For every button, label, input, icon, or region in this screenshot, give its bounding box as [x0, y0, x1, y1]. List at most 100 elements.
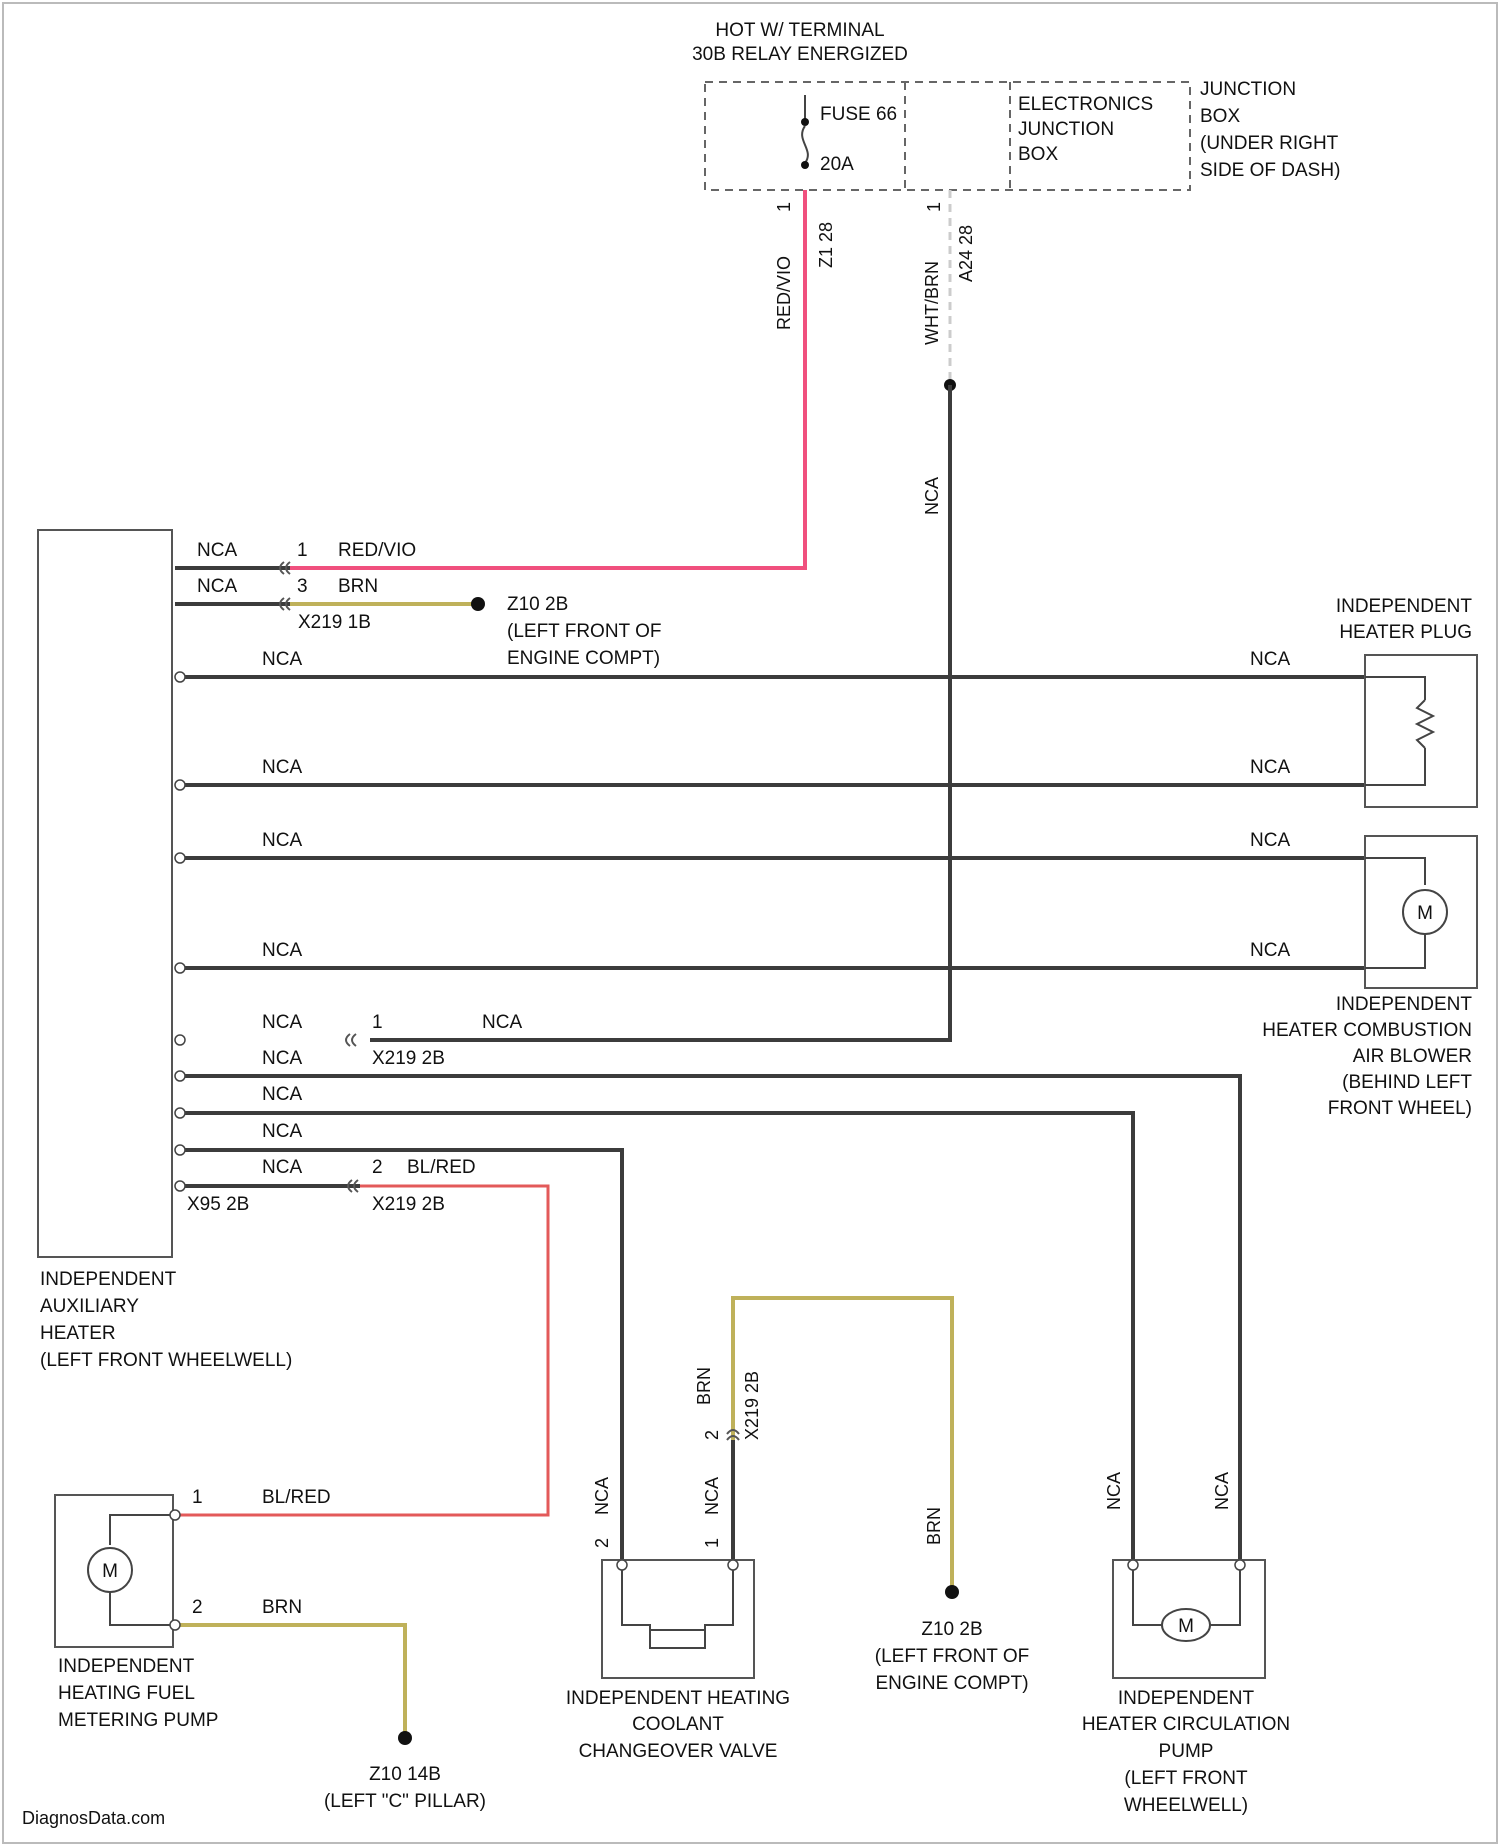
aux-heater-label-4: (LEFT FRONT WHEELWELL)	[40, 1350, 292, 1371]
fuel-pump-label-3: METERING PUMP	[58, 1710, 218, 1731]
coolant-valve-box	[602, 1560, 754, 1678]
nca-label: NCA	[1250, 940, 1290, 961]
aux-heater: INDEPENDENT AUXILIARY HEATER (LEFT FRONT…	[38, 530, 292, 1371]
aux-heater-label-2: AUXILIARY	[40, 1296, 139, 1317]
nca-label-vertical: NCA	[1104, 1472, 1124, 1510]
connector-symbols	[280, 562, 739, 1440]
connector-x219-2b-vert: X219 2B	[742, 1371, 762, 1440]
ground-1-loc-2: ENGINE COMPT)	[507, 648, 660, 669]
brn-label: BRN	[338, 576, 378, 597]
jb-line-2: BOX	[1200, 106, 1240, 127]
fuse-block: HOT W/ TERMINAL 30B RELAY ENERGIZED FUSE…	[692, 20, 1340, 345]
ejb-line-3: BOX	[1018, 144, 1058, 165]
fuel-pump: M 1 BL/RED 2 BRN INDEPENDENT HEATING FUE…	[55, 1487, 331, 1731]
nca-label: NCA	[1250, 649, 1290, 670]
red-vio-label: RED/VIO	[338, 540, 416, 561]
pin-node	[175, 672, 185, 682]
pin-label: 3	[297, 576, 308, 597]
air-blower-label-2: HEATER COMBUSTION	[1262, 1020, 1472, 1041]
pin-node	[175, 1035, 185, 1045]
aux-heater-box	[38, 530, 172, 1257]
pin-node	[175, 963, 185, 973]
ground-2-loc-1: (LEFT FRONT OF	[875, 1646, 1029, 1667]
ground-3-loc: (LEFT "C" PILLAR)	[324, 1791, 486, 1812]
nca-label: NCA	[262, 1012, 302, 1033]
fuel-pump-label-1: INDEPENDENT	[58, 1656, 195, 1677]
connector-symbol	[346, 1034, 356, 1046]
brn-label: BRN	[924, 1507, 944, 1545]
pin-label: 2	[592, 1538, 612, 1548]
air-blower-label-1: INDEPENDENT	[1336, 994, 1473, 1015]
pin-label: 1	[702, 1538, 722, 1548]
circ-pump-label-5: WHEELWELL)	[1124, 1795, 1248, 1816]
nca-label-vertical: NCA	[702, 1477, 722, 1515]
pin-label: 1	[192, 1487, 203, 1508]
nca-label: NCA	[262, 1121, 302, 1142]
pin-label: 1	[372, 1012, 383, 1033]
fuse-wire-right: WHT/BRN	[922, 261, 942, 345]
air-blower-label-5: FRONT WHEEL)	[1328, 1098, 1472, 1119]
hot-line-1: HOT W/ TERMINAL	[715, 20, 884, 41]
ground-1: Z10 2B (LEFT FRONT OF ENGINE COMPT)	[471, 594, 661, 669]
fuel-pump-label-2: HEATING FUEL	[58, 1683, 195, 1704]
ground-2-name: Z10 2B	[921, 1619, 982, 1640]
pin-node	[175, 1108, 185, 1118]
ground-1-loc-1: (LEFT FRONT OF	[507, 621, 661, 642]
nca-label: NCA	[262, 1157, 302, 1178]
pin-node	[175, 780, 185, 790]
jb-line-1: JUNCTION	[1200, 79, 1296, 100]
motor-symbol: M	[1178, 1616, 1194, 1637]
wire-labels: NCA 1 RED/VIO NCA 3 BRN X219 1B NCA NCA …	[187, 477, 1290, 1215]
ejb-line-1: ELECTRONICS	[1018, 94, 1153, 115]
nca-label: NCA	[197, 540, 237, 561]
pin-label: 2	[372, 1157, 383, 1178]
fuse-pin-right: 1	[924, 202, 944, 212]
brn-label: BRN	[262, 1597, 302, 1618]
circ-pump-label-1: INDEPENDENT	[1118, 1688, 1255, 1709]
fuse-rating: 20A	[820, 154, 854, 175]
circulation-pump: M NCA NCA INDEPENDENT HEATER CIRCULATION…	[1082, 1472, 1290, 1816]
pin-node	[728, 1560, 738, 1570]
nca-label: NCA	[262, 757, 302, 778]
fuse-node-bottom	[801, 161, 809, 169]
crossing-dot	[948, 675, 952, 679]
air-blower: M INDEPENDENT HEATER COMBUSTION AIR BLOW…	[1262, 836, 1477, 1119]
coolant-valve-label-2: COOLANT	[632, 1714, 724, 1735]
coolant-valve: 2 NCA 1 NCA 2 BRN X219 2B INDEPENDENT HE…	[566, 1367, 790, 1762]
motor-symbol: M	[102, 1561, 118, 1582]
fuse-symbol	[802, 126, 808, 163]
ground-3: Z10 14B (LEFT "C" PILLAR)	[324, 1731, 486, 1812]
nca-label: NCA	[262, 940, 302, 961]
nca-label: NCA	[262, 649, 302, 670]
watermark: DiagnosData.com	[22, 1808, 165, 1828]
pin-node	[617, 1560, 627, 1570]
wires	[175, 190, 1365, 1735]
pin-label: 2	[702, 1430, 722, 1440]
connector-x219-2b-lower: X219 2B	[372, 1194, 445, 1215]
ground-node	[398, 1731, 412, 1745]
crossings	[948, 675, 952, 679]
ground-3-name: Z10 14B	[369, 1764, 441, 1785]
nca-label: NCA	[262, 1084, 302, 1105]
heater-plug-label-1: INDEPENDENT	[1336, 596, 1473, 617]
connector-x95-2b: X95 2B	[187, 1194, 249, 1215]
coolant-valve-label-3: CHANGEOVER VALVE	[579, 1741, 778, 1762]
aux-heater-label-3: HEATER	[40, 1323, 116, 1344]
air-blower-label-3: AIR BLOWER	[1353, 1046, 1472, 1067]
pin-node	[170, 1620, 180, 1630]
nca-label-vertical: NCA	[922, 477, 942, 515]
nca-label: NCA	[1250, 830, 1290, 851]
nca-label: NCA	[197, 576, 237, 597]
wire-nca-vertical	[370, 385, 950, 1040]
brn-label: BRN	[694, 1367, 714, 1405]
bl-red-label: BL/RED	[262, 1487, 331, 1508]
pin-node	[1128, 1560, 1138, 1570]
hot-line-2: 30B RELAY ENERGIZED	[692, 44, 908, 65]
fuse-conn-left: Z1 28	[816, 222, 836, 268]
solenoid-coil	[650, 1630, 705, 1648]
fuse-conn-right: A24 28	[956, 225, 976, 282]
fuse-node-top	[801, 118, 809, 126]
ground-1-name: Z10 2B	[507, 594, 568, 615]
pin-node	[175, 853, 185, 863]
